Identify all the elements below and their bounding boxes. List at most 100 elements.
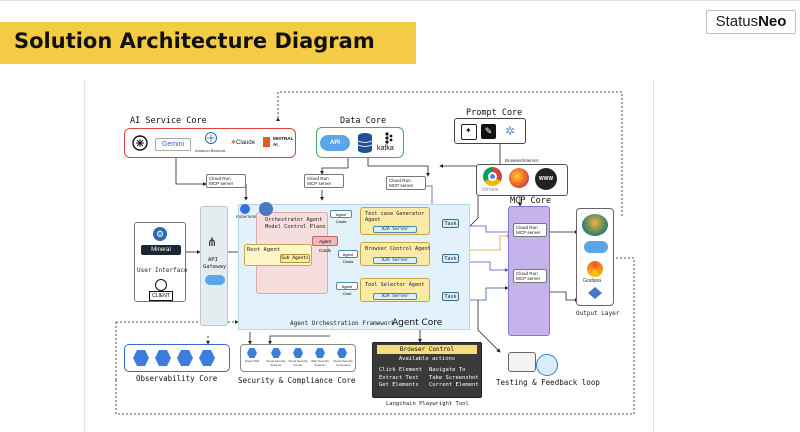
output-layer-title: Output Layer [576,310,620,317]
obs-icon-3 [177,350,193,366]
security-core-box: Cloud IAM Cloud Security Scanner Cloud S… [240,344,356,372]
prompt-flow-icon: ✲ [505,124,516,138]
sec-icon-3 [293,348,303,358]
mcp-ai-server: MCP server [209,181,234,186]
root-agent-label: Root Agent [247,247,281,253]
firefox-icon [509,168,529,188]
obs-icon-1 [133,350,149,366]
mineral-badge: Mineral [141,245,181,255]
sub-agents-label: Sub Agents [281,256,309,261]
prompt-editor-icon: ✎ [481,124,496,139]
sec-icon-4 [315,348,325,358]
sec-icon-1 [247,348,257,358]
kafka-label: kafka [377,145,394,152]
browser-internet-box: chrome WWW [476,164,568,196]
mcp-ai-cloudrun: Cloud Run [209,176,231,181]
agent-cards-mid: Agent Cards [338,250,358,264]
agent-card-low-label: Agent Card [341,284,353,296]
output-globe-icon [582,214,608,236]
data-core-title: Data Core [340,116,387,126]
tool-selector-a2a: A2A Server [373,293,417,300]
tool-selector-agent-box: Tool Selector Agent A2A Server [360,278,430,302]
www-label: WWW [538,176,554,182]
sec-item-3: Cloud Security Center [288,359,308,367]
chrome-icon [483,167,502,186]
mistral-icon [263,137,270,147]
sec-item-1: Cloud IAM [244,359,259,363]
action-current-element: Current Element [429,382,479,388]
sec-item-2: Cloud Security Scanner [266,359,286,367]
agent-card-low: Agent Card [336,282,358,296]
prompt-core-title: Prompt Core [466,108,523,118]
action-take-screenshot: Take Screenshot [429,374,479,381]
gateway-fork-icon: ⋔ [207,235,218,249]
mcp-core-2-server: MCP server [516,276,541,281]
observability-core-title: Observability Core [136,374,218,383]
gateway-api-icon [205,275,225,285]
browser-control-a2a: A2A Server [373,257,417,264]
mcp-core-1-server: MCP server [516,230,541,235]
grafana-label: Grafana [583,278,602,284]
user-interface-title: User Interface [137,267,188,274]
client-person-icon [155,279,167,291]
ai-service-core-box: Gemini Amazon Bedrock ✱Claude MISTRAL AI… [124,128,296,158]
action-get-elements: Get Elements [379,382,419,388]
logo-status: Status [715,13,759,30]
tool-selector-agent-label: Tool Selector Agent [365,282,425,288]
gemini-badge: Gemini [155,138,191,151]
sec-icon-2 [271,348,281,358]
page-title: Solution Architecture Diagram [14,29,375,53]
action-extract-text: Extract Text [379,374,419,381]
ui-gear-icon: ⚙ [153,227,167,241]
database-icon [357,133,373,153]
agent-cards-mid-label: Agent Cards [342,252,354,264]
output-data-icon [588,287,602,299]
kubernetes-icon [240,204,250,214]
diagram-canvas [84,80,654,432]
bedrock-icon [205,132,217,144]
claude-label: ✱Claude [231,140,256,146]
api-cloud-icon: API [320,135,350,151]
agent-framework-label: Agent Orchestration Framework [290,320,395,327]
langchain-caption: Langchain Playwright Tool [386,401,469,407]
title-band [0,22,416,64]
output-api-icon [584,241,608,253]
mcp-data-server: MCP server [307,181,332,186]
task-badge-1: Task [442,219,459,228]
task-badge-2: Task [442,254,459,263]
prompt-core-box: ✦ ✎ ✲ [454,118,526,144]
agent-cards-main-label: Agent Cards [318,239,331,253]
test-case-a2a: A2A Server [373,226,417,233]
mistral-label: MISTRAL AI_ [273,136,294,147]
mcp-data-cloudrun: Cloud Run [307,176,329,181]
logo-neo: Neo [758,13,787,30]
observability-core-box [124,344,230,372]
obs-icon-2 [155,350,171,366]
orchestrator-line1: Orchestrator Agent [265,217,323,223]
testing-loop-icon [536,354,558,376]
sec-item-4: Web Security Scanner [311,359,329,367]
mcp-core-title: MCP Core [510,196,551,206]
kafka-icon [385,132,393,144]
mcp-core-2-cloudrun: Cloud Run [516,271,538,276]
agent-cards-top: Agent Cards [330,210,352,224]
output-layer-box: Grafana [576,208,614,306]
chrome-label: chrome [482,187,499,193]
test-case-agent-box: Test case Generator Agent A2A Server [360,207,430,235]
api-gateway-line1: API [208,257,218,263]
orchestrator-line2: Model Control Plane [265,224,326,230]
mcp-prompt-cloudrun: Cloud Run [389,178,411,183]
top-divider [0,0,800,1]
testing-monitor-icon [508,352,536,372]
browser-control-box: Browser Control Available actions Click … [372,342,482,398]
sec-icon-5 [337,348,347,358]
agent-core-title: Agent Core [392,318,443,328]
claude-text: Claude [236,140,256,146]
www-globe-icon: WWW [535,168,557,190]
